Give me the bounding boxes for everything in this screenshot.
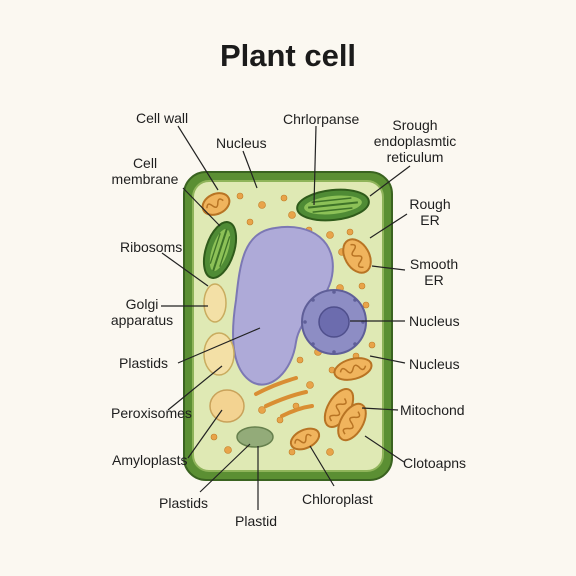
label-nucleus-right-2: Nucleus — [409, 356, 460, 372]
label-cell-membrane-1: Cell — [132, 155, 158, 171]
mitochondrion-bottom — [289, 427, 321, 451]
label-srough-er-1: Srough — [392, 117, 438, 133]
label-plastid-bottom: Plastid — [235, 513, 278, 529]
label-rough-er-1: Rough — [409, 196, 451, 212]
label-clotoapns: Clotoapns — [403, 455, 467, 471]
peroxisome — [209, 389, 245, 423]
label-srough-er-3: reticulum — [386, 149, 444, 165]
label-nucleus-top: Nucleus — [216, 135, 267, 151]
mitochondrion-top-left — [201, 192, 231, 216]
label-amyloplasts: Amyloplasts — [112, 452, 188, 468]
label-chloroplast-top: Chrlorpanse — [283, 111, 360, 127]
mitochondrion-middle-right — [333, 357, 373, 381]
label-nucleus-right-1: Nucleus — [409, 313, 460, 329]
plastid-left — [203, 332, 235, 376]
leader-lines — [161, 125, 411, 510]
label-chloroplast-bottom: Chloroplast — [302, 491, 373, 507]
chloroplast-left — [202, 221, 238, 279]
nucleolus — [318, 306, 350, 338]
label-ribosomes: Ribosoms — [120, 239, 183, 255]
chloroplast-top — [296, 188, 370, 222]
label-srough-er-2: endoplasmtic — [373, 133, 457, 149]
label-mitochondria: Mitochond — [400, 402, 465, 418]
label-smooth-er-2: ER — [424, 272, 444, 288]
diagram-title: Plant cell — [219, 38, 357, 73]
golgi-plastid — [203, 283, 227, 323]
label-smooth-er-1: Smooth — [409, 256, 459, 272]
golgi-apparatus — [254, 376, 314, 418]
nuclear-pores — [303, 290, 365, 354]
amyloplast — [236, 426, 274, 448]
mitochondrion-lower-b — [337, 402, 367, 442]
label-rough-er-2: ER — [420, 212, 440, 228]
label-golgi-2: apparatus — [110, 312, 174, 328]
label-cell-membrane-2: membrane — [111, 171, 179, 187]
mitochondrion-right — [342, 238, 372, 274]
central-vacuole — [232, 225, 334, 386]
label-peroxisomes: Peroxisomes — [111, 405, 192, 421]
label-cell-wall: Cell wall — [136, 110, 189, 126]
label-plastids-bottom: Plastids — [159, 495, 209, 511]
label-golgi-1: Golgi — [125, 296, 159, 312]
label-plastids-left: Plastids — [119, 355, 169, 371]
